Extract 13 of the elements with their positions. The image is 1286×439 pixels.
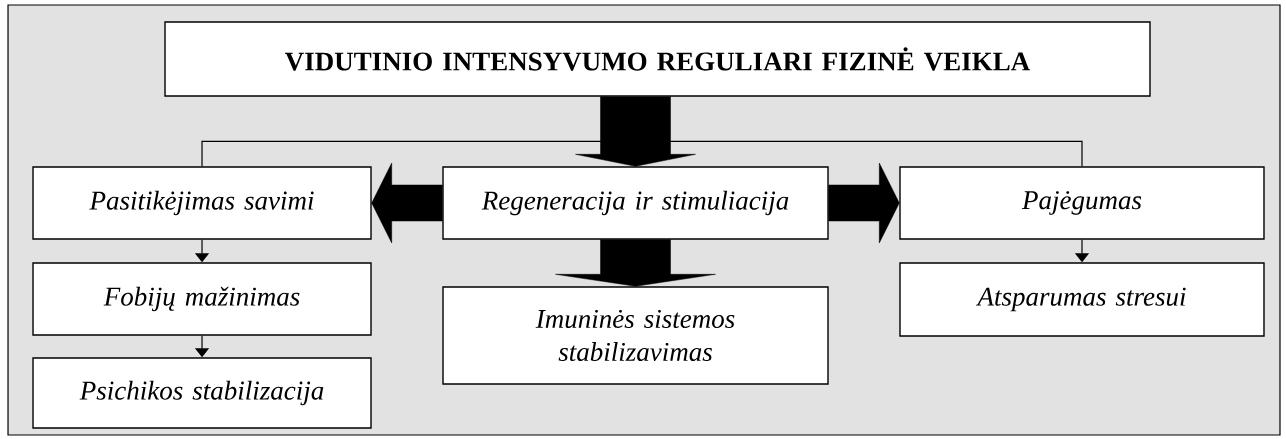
concept-box: Regeneracija ir stimuliacija <box>442 166 829 240</box>
block-arrow <box>575 96 696 167</box>
concept-box: Fobijų mažinimas <box>32 262 372 336</box>
block-arrow <box>371 162 443 244</box>
block-arrow <box>555 239 716 287</box>
bracket-line <box>201 140 1083 167</box>
concept-box: Psichikos stabilizacija <box>32 357 372 429</box>
block-arrow <box>828 162 900 244</box>
title-box: VIDUTINIO INTENSYVUMO REGULIARI FIZINĖ VEIKLA <box>164 21 1151 97</box>
concept-box: Pasitikėjimas savimi <box>32 166 372 240</box>
concept-box: Imuninės sistemos stabilizavimas <box>442 286 829 385</box>
concept-box: Atsparumas stresui <box>899 262 1265 337</box>
concept-box: Pajėgumas <box>899 166 1265 240</box>
